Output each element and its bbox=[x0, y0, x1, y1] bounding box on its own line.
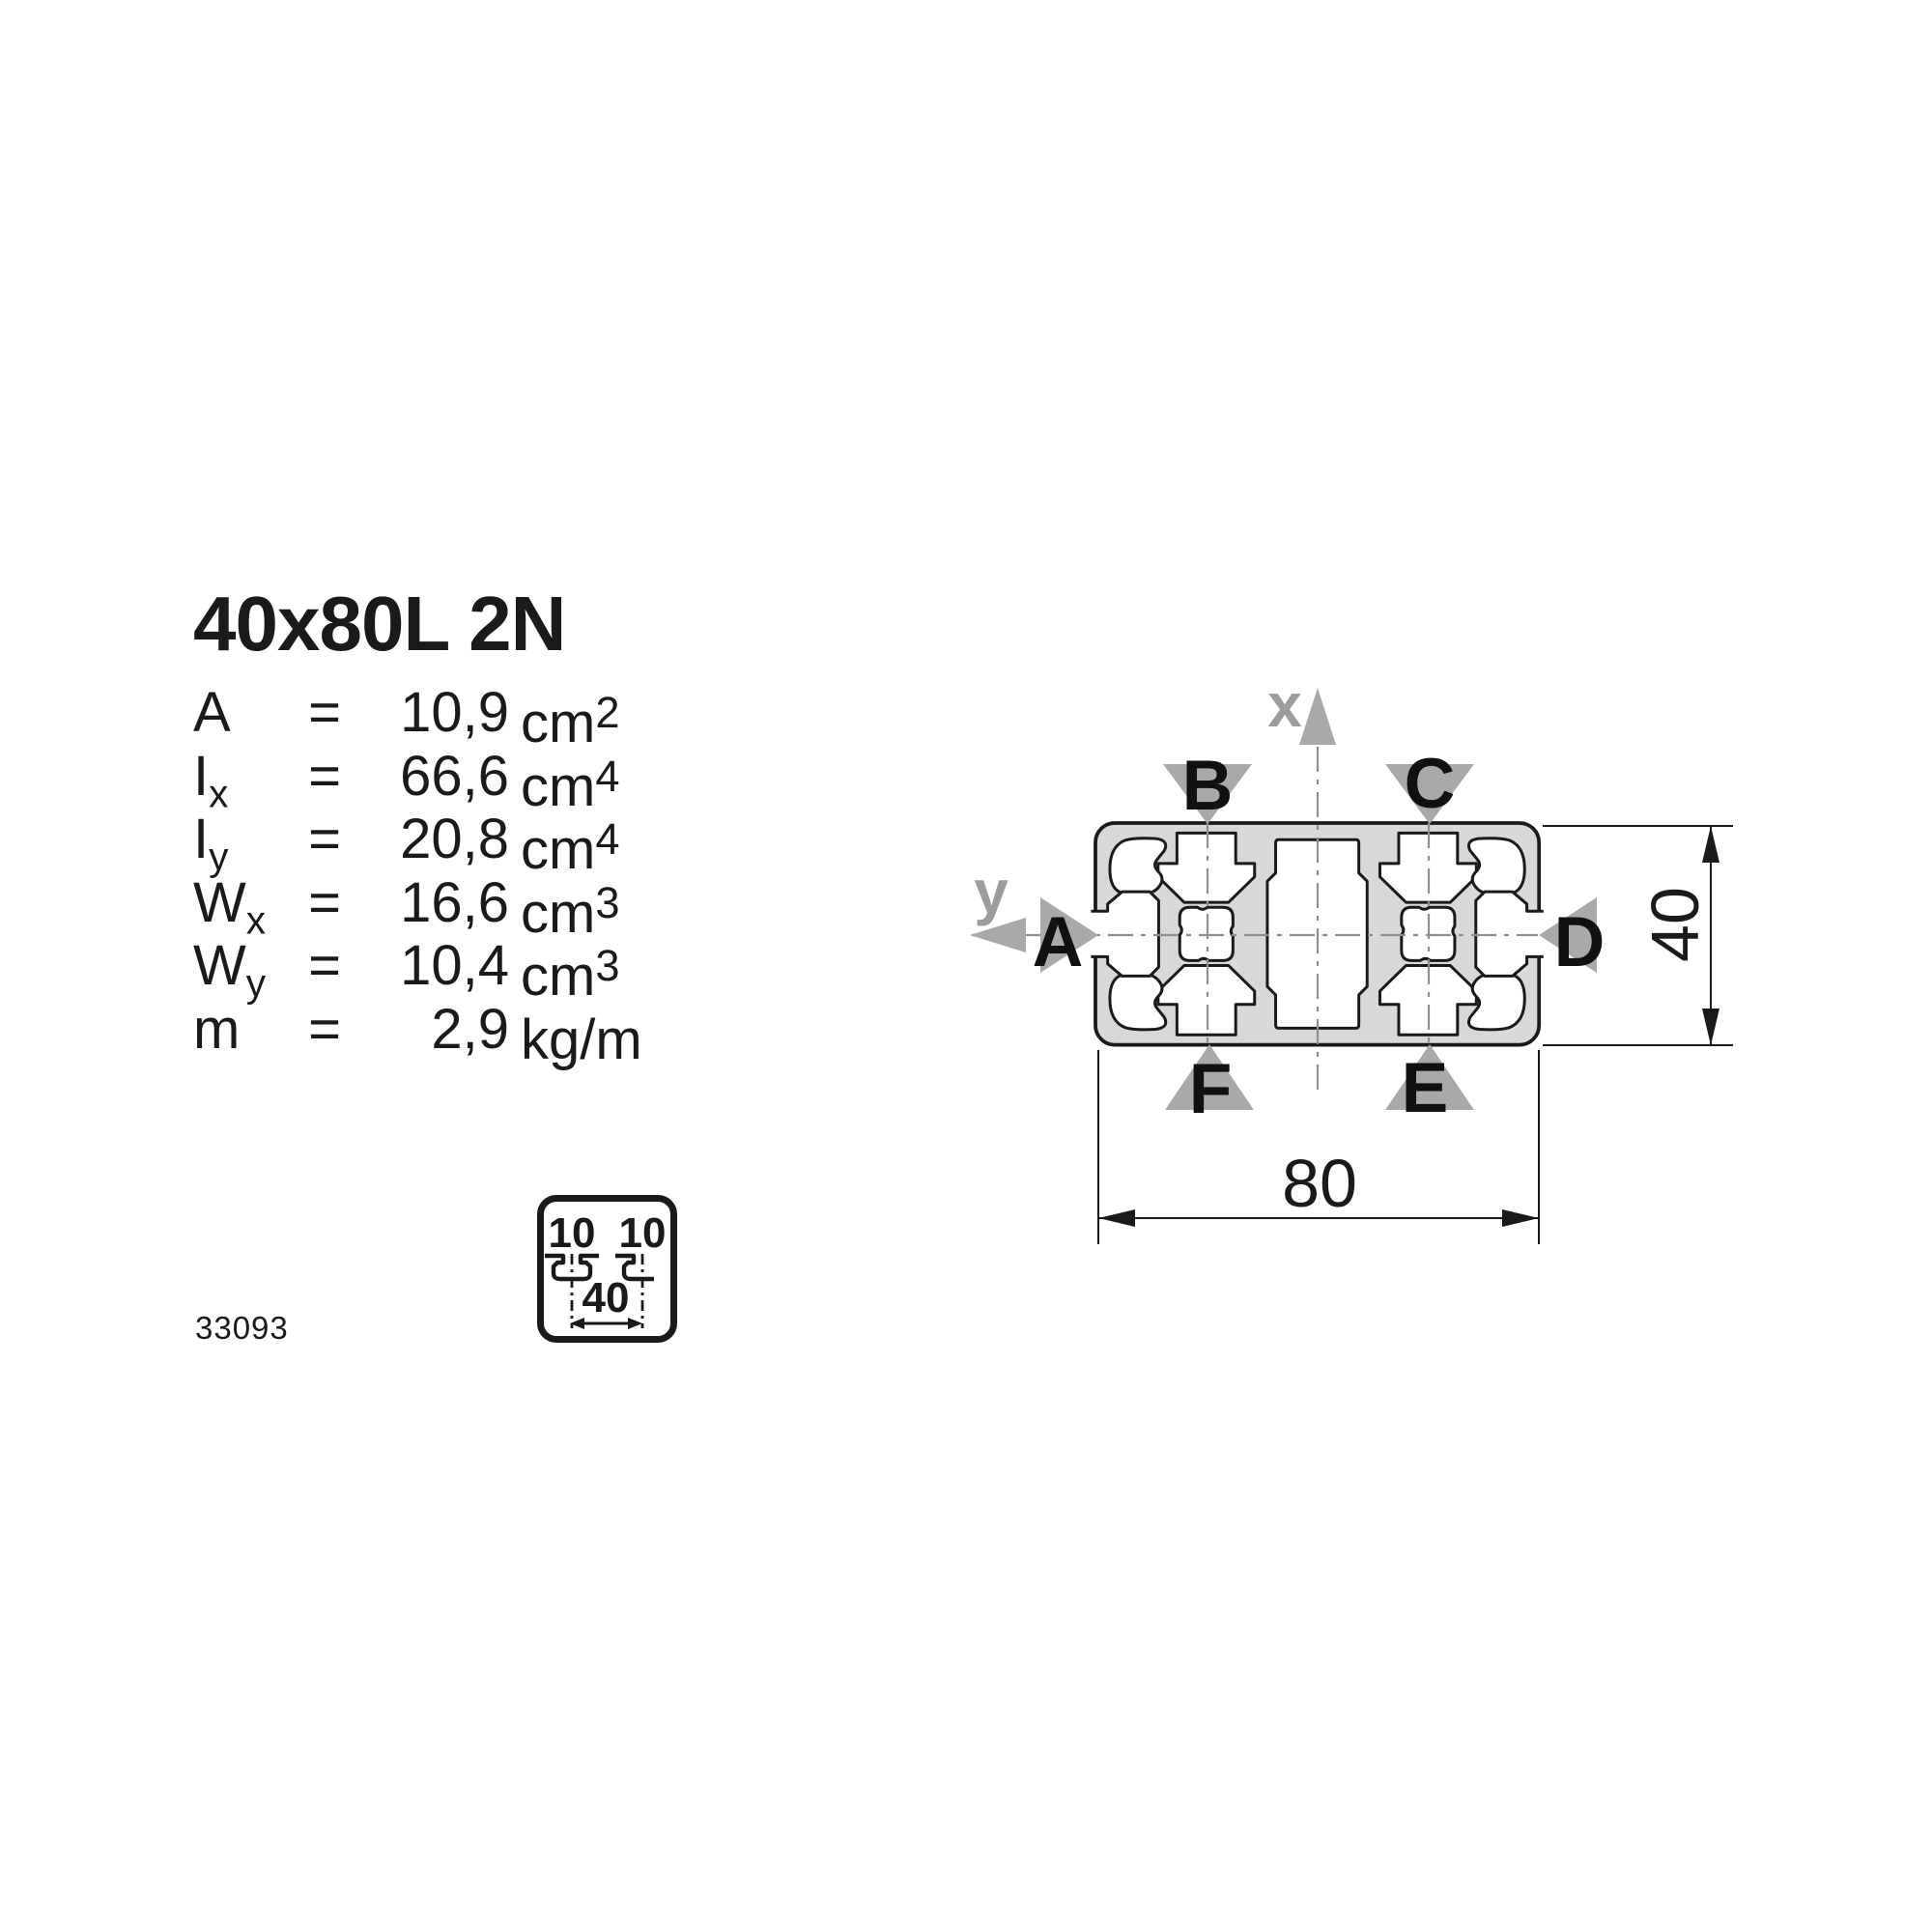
slot-e-label: E bbox=[1402, 1049, 1449, 1127]
property-value: 10,4 bbox=[400, 934, 509, 997]
property-unit: cm3 bbox=[521, 877, 620, 945]
property-symbol: Iy bbox=[193, 808, 229, 879]
property-symbol: Ix bbox=[193, 744, 229, 816]
dim-arrowhead-left bbox=[1098, 1209, 1135, 1227]
badge-arrowhead-left bbox=[570, 1318, 584, 1329]
dim-arrowhead-bottom bbox=[1702, 1009, 1719, 1045]
open-side-slot bbox=[1091, 890, 1160, 978]
property-value: 66,6 bbox=[400, 744, 509, 808]
spec-table: A = 10,9 cm2 Ix = 66,6 cm4 Iy = 20,8 cm4… bbox=[193, 681, 642, 1071]
spec-row-iy: Iy = 20,8 cm4 bbox=[193, 808, 642, 881]
height-dimension-value: 40 bbox=[1637, 887, 1713, 962]
badge-arrowhead-right bbox=[628, 1318, 642, 1329]
upper-slot-cavity bbox=[1156, 831, 1257, 904]
badge-left-slot-label: 10 bbox=[549, 1209, 596, 1257]
property-unit: kg/m bbox=[521, 1008, 642, 1071]
spec-row-mass: m = 2,9 kg/m bbox=[193, 997, 642, 1071]
spec-row-ix: Ix = 66,6 cm4 bbox=[193, 744, 642, 818]
property-value: 20,8 bbox=[400, 808, 509, 870]
spec-row-wx: Wx = 16,6 cm3 bbox=[193, 870, 642, 945]
equals-sign: = bbox=[308, 808, 341, 870]
slot-position-badge: 10 10 40 bbox=[537, 1195, 677, 1343]
slot-b-arrow-icon bbox=[1163, 764, 1252, 824]
property-symbol: Wx bbox=[193, 870, 267, 943]
spec-row-wy: Wy = 10,4 cm3 bbox=[193, 934, 642, 1008]
property-unit: cm4 bbox=[521, 814, 620, 881]
profile-title: 40x80L 2N bbox=[193, 581, 566, 667]
height-dimension: 40 bbox=[1543, 825, 1733, 1046]
slot-c-label: C bbox=[1405, 745, 1456, 823]
equals-sign: = bbox=[308, 870, 341, 934]
slot-f-arrow-icon bbox=[1165, 1044, 1254, 1110]
property-value: 16,6 bbox=[400, 870, 509, 934]
slot-e-arrow-icon bbox=[1385, 1044, 1474, 1110]
width-dimension-value: 80 bbox=[1282, 1146, 1357, 1221]
slot-d-arrow-icon bbox=[1539, 897, 1597, 973]
slot-b-label: B bbox=[1182, 747, 1234, 825]
property-symbol: m bbox=[193, 997, 241, 1061]
spec-row-area: A = 10,9 cm2 bbox=[193, 681, 642, 754]
y-axis-arrow-icon bbox=[970, 918, 1026, 952]
property-symbol: Wy bbox=[193, 934, 267, 1006]
property-unit: cm3 bbox=[521, 941, 620, 1008]
property-unit: cm2 bbox=[521, 688, 620, 754]
width-dimension: 80 bbox=[1097, 1050, 1540, 1244]
property-value: 2,9 bbox=[431, 997, 509, 1061]
dim-arrowhead-top bbox=[1702, 826, 1719, 863]
dim-arrowhead-right bbox=[1502, 1209, 1539, 1227]
equals-sign: = bbox=[308, 934, 341, 997]
slot-a-arrow-icon bbox=[1040, 897, 1098, 973]
x-axis-arrow-icon bbox=[1299, 688, 1336, 745]
slot-f-label: F bbox=[1189, 1050, 1233, 1128]
slot-a-label: A bbox=[1033, 903, 1084, 981]
badge-right-slot-label: 10 bbox=[619, 1209, 667, 1257]
groove-icon bbox=[615, 1253, 654, 1282]
equals-sign: = bbox=[308, 997, 341, 1061]
slot-position-icon: 10 10 40 bbox=[545, 1209, 667, 1329]
figure-number: 33093 bbox=[195, 1310, 289, 1346]
property-symbol: A bbox=[193, 681, 231, 744]
equals-sign: = bbox=[308, 744, 341, 808]
slot-c-arrow-icon bbox=[1385, 764, 1474, 824]
x-axis-label: x bbox=[1267, 670, 1302, 740]
slot-d-label: D bbox=[1554, 903, 1605, 981]
lower-slot-cavity bbox=[1156, 964, 1257, 1037]
property-unit: cm4 bbox=[521, 751, 620, 818]
property-value: 10,9 bbox=[400, 681, 509, 744]
screw-channel-bore bbox=[1178, 905, 1235, 962]
t-slot-column bbox=[1156, 831, 1257, 1037]
badge-spacing-label: 40 bbox=[582, 1274, 630, 1321]
y-axis-label: y bbox=[974, 857, 1009, 926]
equals-sign: = bbox=[308, 681, 341, 744]
